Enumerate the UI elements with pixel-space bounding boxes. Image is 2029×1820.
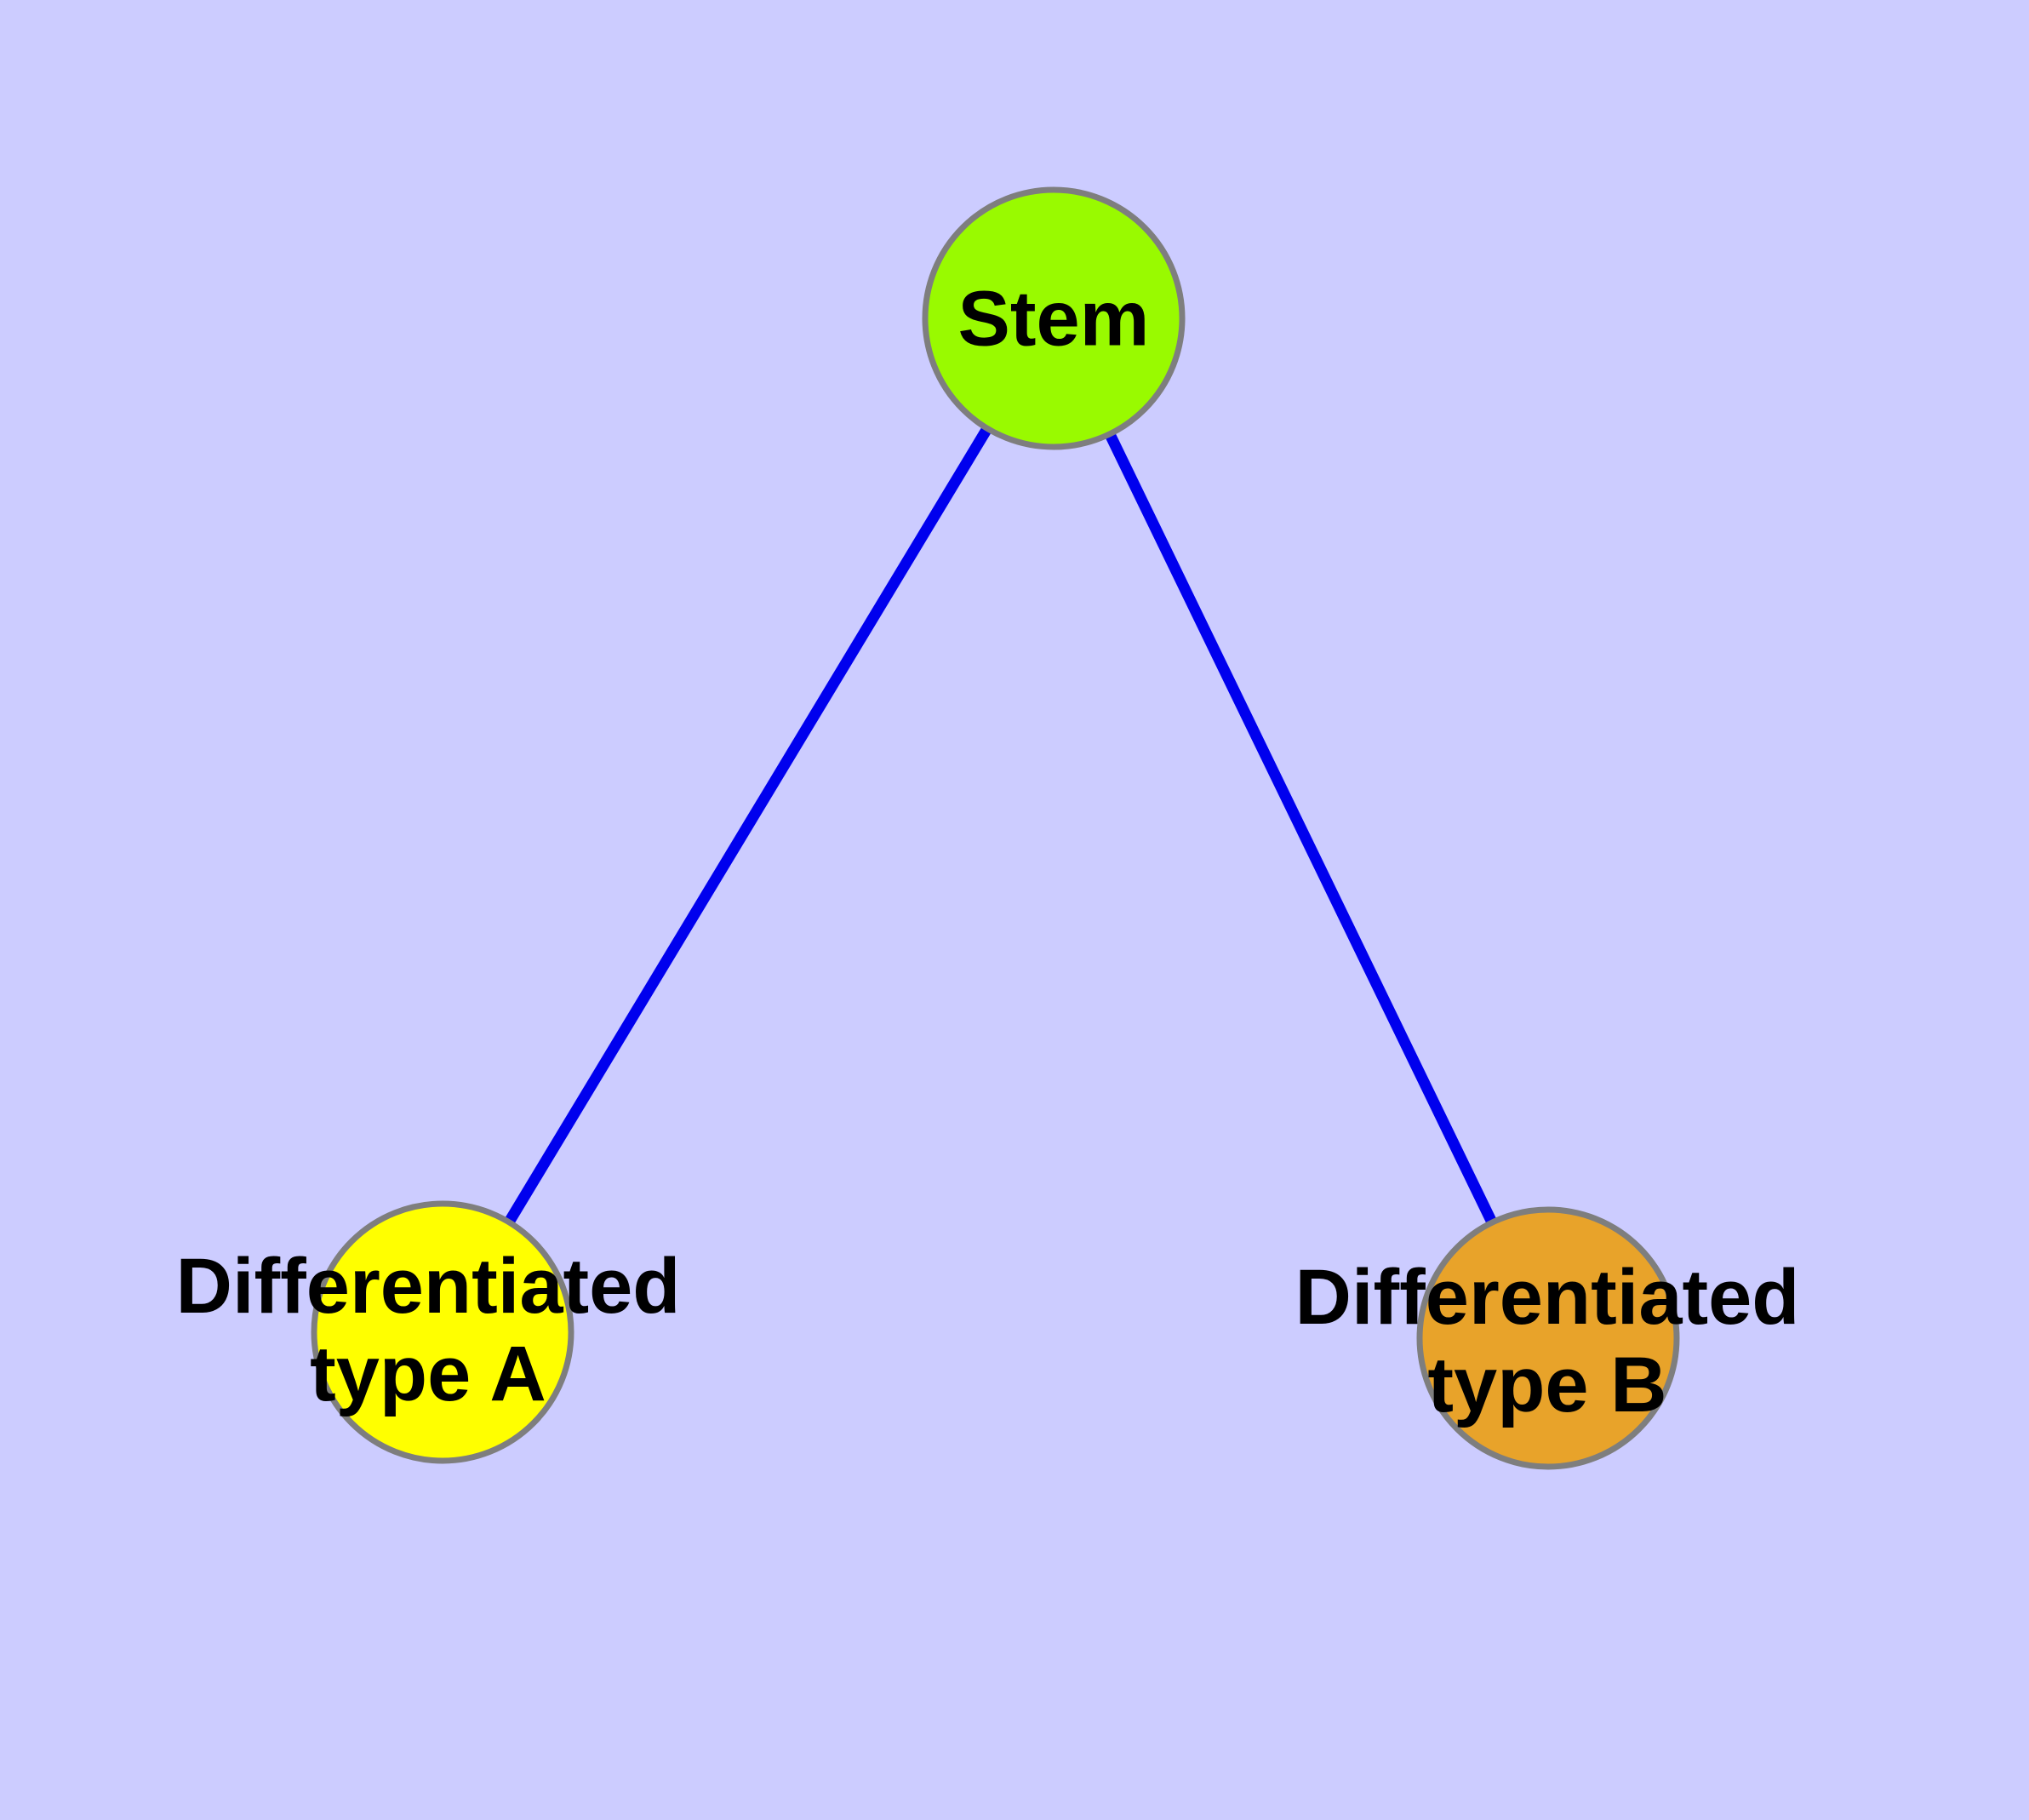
differentiated-type-a-node-circle — [311, 1200, 574, 1464]
stem-node-label: Stem — [957, 275, 1150, 363]
differentiated-type-b-node-circle — [1416, 1206, 1680, 1470]
stem-node-circle — [922, 186, 1186, 450]
differentiated-type-b-node-label: Differentiated type B — [1295, 1253, 1800, 1428]
edge-stem-to-type-b — [1049, 316, 1553, 1341]
differentiated-type-a-node-label: Differentiated type A — [175, 1242, 681, 1417]
edge-stem-to-type-a — [437, 315, 1059, 1336]
